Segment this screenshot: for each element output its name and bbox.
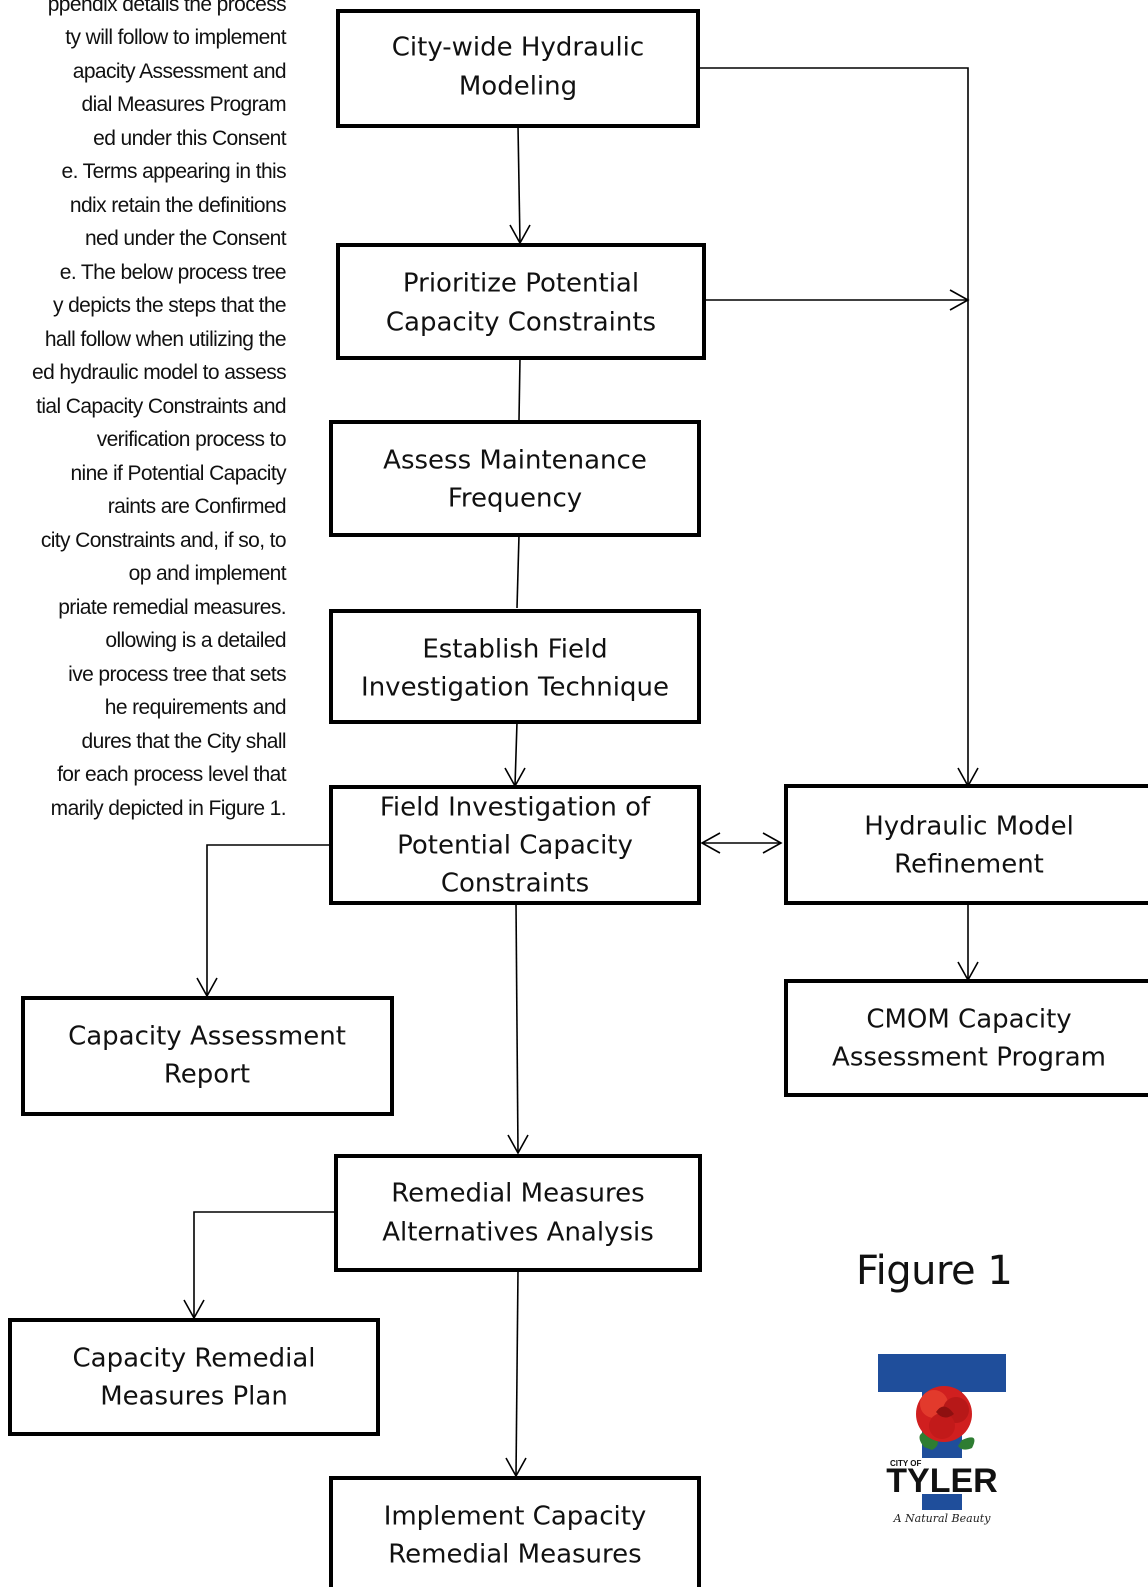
box-capacity-remedial-measures-plan: Capacity Remedial Measures Plan — [8, 1318, 380, 1436]
box-remedial-measures-alternatives-analysis: Remedial Measures Alternatives Analysis — [334, 1154, 702, 1272]
connector-modeling-to-refinement — [698, 67, 969, 786]
connector-prioritize-to-maintenance — [518, 357, 521, 421]
box-label-line: Report — [164, 1060, 250, 1090]
intro-line: verification process to — [96, 428, 287, 451]
connector-maintenance-to-technique — [516, 534, 520, 609]
box-label-line: Field Investigation of — [380, 793, 651, 823]
box-label-line: Capacity Constraints — [386, 308, 656, 338]
box-label-line: Assess Maintenance — [383, 446, 647, 476]
box-city-wide-hydraulic-modeling: City-wide Hydraulic Modeling — [336, 9, 700, 128]
intro-line: hall follow when utilizing the — [44, 328, 287, 351]
intro-line: e. The below process tree — [59, 261, 287, 284]
intro-paragraph: ppendix details the process ty will foll… — [0, 0, 296, 830]
intro-line: marily depicted in Figure 1. — [50, 797, 287, 820]
intro-line: he requirements and — [104, 696, 287, 719]
intro-line: ned under the Consent — [84, 227, 287, 250]
box-prioritize-potential-capacity-constraints: Prioritize Potential Capacity Constraint… — [336, 243, 706, 360]
connector-alternatives-to-implement — [515, 1269, 519, 1477]
box-label-line: Alternatives Analysis — [382, 1218, 654, 1248]
arrowhead-left — [700, 832, 721, 854]
figure-label: Figure 1 — [856, 1248, 1013, 1294]
logo-word-backdrop — [886, 1458, 998, 1494]
intro-line: city Constraints and, if so, to — [40, 529, 287, 552]
intro-line: ty will follow to implement — [65, 26, 286, 49]
box-label-line: Assessment Program — [832, 1043, 1106, 1073]
intro-line: ed hydraulic model to assess — [31, 361, 287, 384]
logo-city-of-text: CITY OF — [890, 1459, 922, 1468]
box-label-line: Investigation Technique — [361, 673, 669, 703]
intro-line: ppendix details the process — [47, 0, 287, 16]
connector-investigation-to-alternatives — [515, 902, 519, 1154]
intro-line: dial Measures Program — [81, 93, 287, 116]
box-label-line: Frequency — [448, 484, 582, 514]
box-label-line: Remedial Measures — [391, 1179, 644, 1209]
connector-investigation-to-report — [206, 844, 331, 996]
arrowhead-down — [507, 1134, 529, 1155]
box-cmom-capacity-assessment-program: CMOM Capacity Assessment Program — [784, 979, 1148, 1097]
intro-line: nine if Potential Capacity — [70, 462, 286, 485]
connector-alternatives-to-plan — [193, 1211, 336, 1318]
intro-line: tial Capacity Constraints and — [36, 395, 287, 418]
logo-tagline: A Natural Beauty — [893, 1512, 992, 1525]
connector-modeling-to-prioritize — [517, 125, 521, 244]
intro-line: raints are Confirmed — [107, 495, 287, 518]
box-label-line: Remedial Measures — [388, 1540, 641, 1570]
box-label-line: Hydraulic Model — [864, 812, 1074, 842]
arrowhead-right — [762, 832, 783, 854]
city-of-tyler-logo: CITY OF TYLER A Natural Beauty — [878, 1354, 1006, 1525]
box-capacity-assessment-report: Capacity Assessment Report — [21, 996, 394, 1116]
intro-line: ed under this Consent — [93, 127, 286, 150]
intro-line: for each process level that — [57, 763, 287, 786]
rose-icon — [916, 1386, 975, 1450]
intro-line: ive process tree that sets — [68, 663, 286, 686]
logo-wordmark: TYLER — [886, 1462, 997, 1500]
box-label-line: Constraints — [441, 869, 589, 899]
box-label-line: Prioritize Potential — [403, 269, 639, 299]
box-label-line: Establish Field — [422, 635, 607, 665]
box-implement-capacity-remedial-measures: Implement Capacity Remedial Measures — [329, 1476, 701, 1587]
box-label-line: Capacity Remedial — [73, 1344, 316, 1374]
box-label-line: Capacity Assessment — [68, 1022, 346, 1052]
box-establish-field-investigation-technique: Establish Field Investigation Technique — [329, 609, 701, 724]
intro-line: apacity Assessment and — [72, 60, 287, 83]
box-hydraulic-model-refinement: Hydraulic Model Refinement — [784, 784, 1148, 905]
box-field-investigation-of-potential-capacity-constraints: Field Investigation of Potential Capacit… — [329, 785, 701, 905]
box-label-line: City-wide Hydraulic — [392, 33, 644, 63]
logo-t-bar — [878, 1354, 1006, 1392]
intro-line: ollowing is a detailed — [105, 629, 286, 652]
intro-line: ndix retain the definitions — [69, 194, 287, 217]
box-label-line: Implement Capacity — [384, 1502, 647, 1532]
box-label-line: Measures Plan — [100, 1382, 288, 1412]
intro-line: dures that the City shall — [81, 730, 287, 753]
box-assess-maintenance-frequency: Assess Maintenance Frequency — [329, 420, 701, 537]
box-label-line: Refinement — [894, 850, 1044, 880]
box-label-line: Potential Capacity — [397, 831, 633, 861]
arrowhead-right — [949, 289, 970, 311]
intro-line: op and implement — [128, 562, 287, 585]
connector-technique-to-investigation — [514, 721, 518, 787]
intro-line: e. Terms appearing in this — [61, 160, 287, 183]
box-label-line: Modeling — [459, 72, 577, 102]
box-label-line: CMOM Capacity — [866, 1005, 1071, 1035]
intro-line: priate remedial measures. — [58, 596, 286, 619]
intro-line: y depicts the steps that the — [52, 294, 287, 317]
